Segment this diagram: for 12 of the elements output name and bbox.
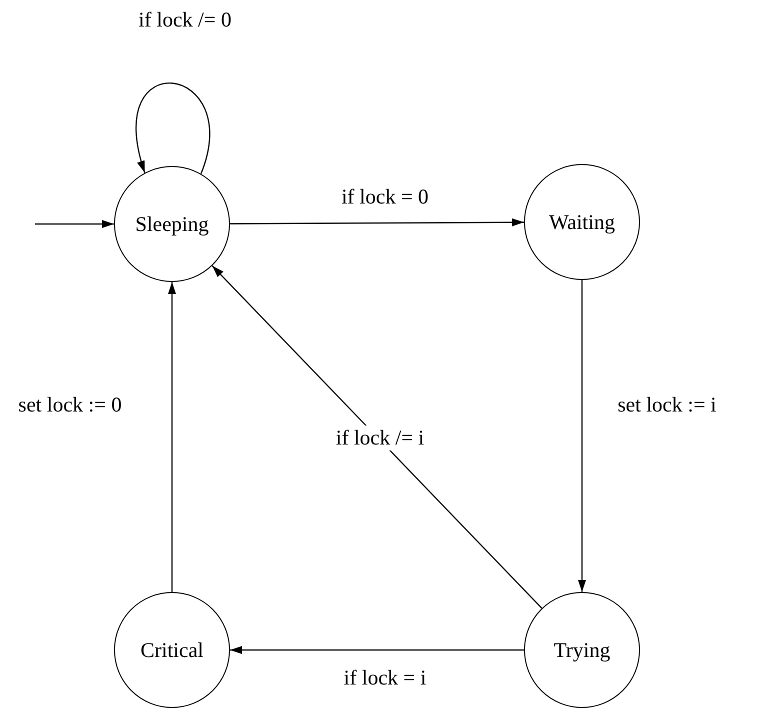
arrow: [230, 646, 524, 654]
arrow: [230, 218, 524, 226]
arrow: [212, 265, 542, 609]
edge-label: if lock /= i: [334, 426, 426, 450]
state-name: Waiting: [549, 210, 615, 234]
arrow: [578, 280, 586, 592]
state-name: Sleeping: [135, 212, 209, 236]
arrow: [35, 220, 114, 228]
arrow: [136, 82, 210, 174]
state-name: Critical: [140, 638, 204, 662]
state-name: Trying: [554, 638, 610, 662]
arrow: [168, 282, 176, 592]
